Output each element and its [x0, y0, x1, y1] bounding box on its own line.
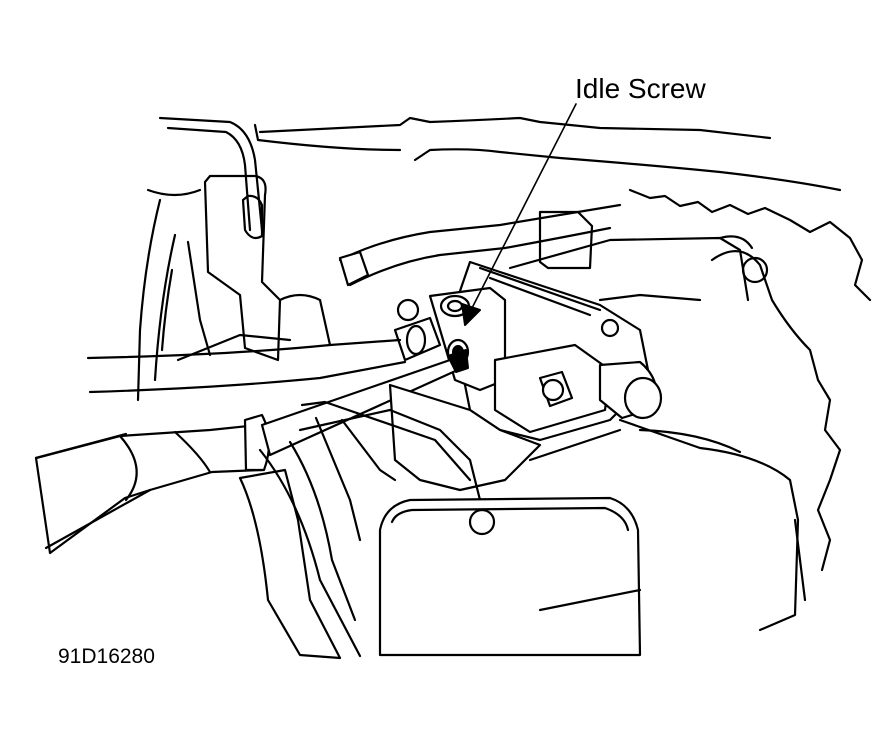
- idle-screw-callout-label: Idle Screw: [575, 73, 706, 104]
- figure-id-label: 91D16280: [58, 645, 155, 668]
- callout-leader: [461, 103, 577, 326]
- screwdriver-tool: [34, 349, 469, 555]
- lower-housing: [238, 383, 807, 660]
- hose: [86, 293, 407, 394]
- engine-bay-background: [136, 116, 872, 572]
- throttle-body: [393, 260, 663, 442]
